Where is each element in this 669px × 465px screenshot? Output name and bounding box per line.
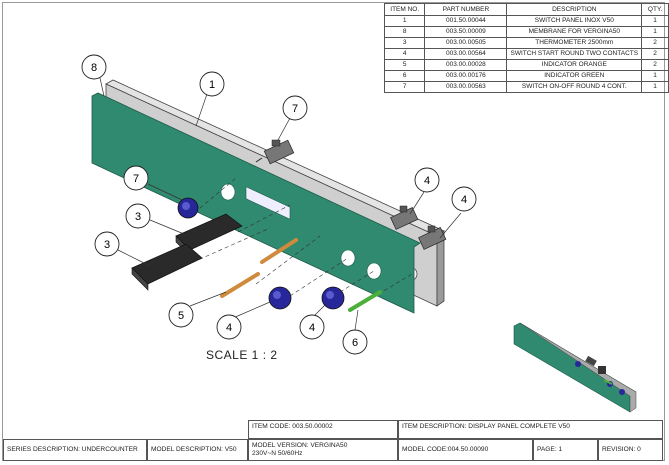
- page-cell: PAGE: 1: [533, 439, 598, 461]
- bom-row: 5 003.00.00028 INDICATOR ORANGE 2: [383, 59, 669, 71]
- indicator-orange-part: [220, 272, 260, 298]
- thermometer-part: [131, 243, 203, 291]
- model-version-cell: MODEL VERSION: VERGINA50 230V~N 50/60Hz: [248, 439, 398, 461]
- balloon-label: 7: [292, 103, 298, 115]
- item-code-cell: ITEM CODE: 003.50.00002: [248, 420, 398, 439]
- bom-row: 3 003.00.00505 THERMOMETER 2500mm 2: [383, 37, 669, 49]
- balloon-label: 6: [352, 337, 358, 349]
- membrane-part: [91, 92, 421, 314]
- balloon-item-3: 3: [125, 203, 151, 229]
- model-code-cell: MODEL CODE:004.50.00090: [398, 439, 533, 461]
- balloon-item-4: 4: [414, 167, 440, 193]
- balloon-item-3: 3: [94, 231, 120, 257]
- balloon-label: 4: [461, 194, 467, 206]
- bom-row: 7 003.00.00563 SWITCH ON-OFF ROUND 4 CON…: [383, 81, 669, 93]
- balloon-item-8: 8: [81, 54, 107, 80]
- assembled-view-thumbnail: [513, 322, 637, 413]
- leader-lines: [99, 77, 462, 331]
- bom-cell: 003.00.00563: [424, 81, 508, 93]
- balloon-label: 8: [91, 62, 97, 74]
- switch-start-part: [418, 225, 447, 250]
- model-description-cell: MODEL DESCRIPTION: V50: [147, 439, 248, 461]
- balloon-item-5: 5: [168, 302, 194, 328]
- balloon-label: 3: [104, 239, 110, 251]
- bill-of-materials: ITEM NO. PART NUMBER DESCRIPTION QTY. 1 …: [383, 3, 669, 93]
- balloon-label: 4: [309, 322, 315, 334]
- balloon-label: 4: [424, 175, 430, 187]
- item-description-cell: ITEM DESCRIPTION: DISPLAY PANEL COMPLETE…: [398, 420, 663, 439]
- balloon-item-4: 4: [451, 186, 477, 212]
- balloon-item-7: 7: [123, 165, 149, 191]
- bom-cell: 7: [383, 81, 426, 93]
- balloon-label: 4: [226, 322, 232, 334]
- round-button-part: [177, 197, 199, 219]
- balloon-label: 7: [133, 173, 139, 185]
- balloon-label: 3: [135, 211, 141, 223]
- balloon-item-4: 4: [299, 314, 325, 340]
- round-button-part: [268, 286, 292, 310]
- bom-header-row: ITEM NO. PART NUMBER DESCRIPTION QTY.: [383, 3, 669, 16]
- balloon-item-6: 6: [342, 329, 368, 355]
- round-button-part: [321, 286, 345, 310]
- bom-row: 1 001.50.00044 SWITCH PANEL INOX V50 1: [383, 15, 669, 27]
- balloon-item-1: 1: [199, 71, 225, 97]
- indicator-green-part: [348, 290, 382, 312]
- bom-cell: SWITCH ON-OFF ROUND 4 CONT.: [506, 81, 643, 93]
- balloon-item-4: 4: [216, 314, 242, 340]
- bom-row: 4 003.00.00564 SWITCH START ROUND TWO CO…: [383, 48, 669, 60]
- balloon-label: 1: [209, 79, 215, 91]
- series-description-cell: SERIES DESCRIPTION: UNDERCOUNTER: [3, 439, 147, 461]
- balloon-label: 5: [178, 310, 184, 322]
- bom-cell: 1: [641, 81, 669, 93]
- indicator-orange-part: [260, 238, 298, 264]
- balloon-item-7: 7: [282, 95, 308, 121]
- revision-cell: REVISION: 0: [598, 439, 663, 461]
- switch-on-off-part: [255, 139, 295, 165]
- scale-label: SCALE 1 : 2: [206, 348, 278, 362]
